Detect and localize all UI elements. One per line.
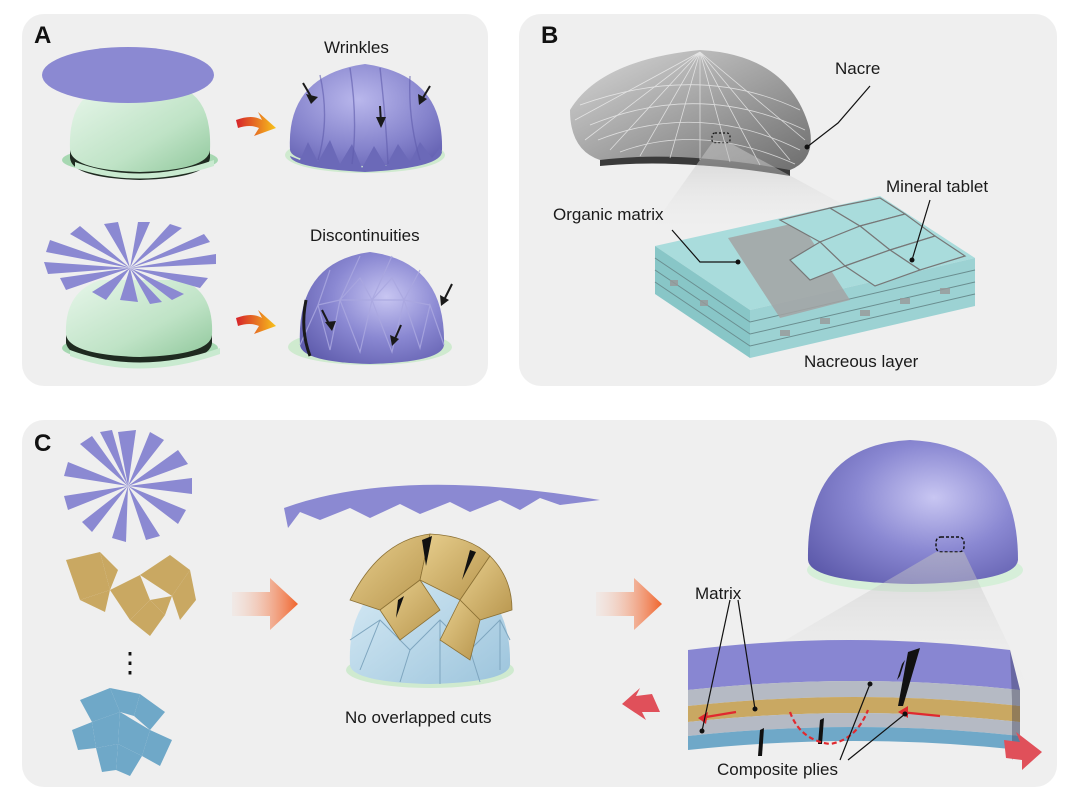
purple-sheet xyxy=(284,484,600,528)
mold-top-left xyxy=(62,88,218,180)
label-nacreous-layer: Nacreous layer xyxy=(804,352,919,371)
gold-pattern xyxy=(66,552,196,636)
label-no-overlapped-cuts: No overlapped cuts xyxy=(345,708,492,727)
label-discontinuities: Discontinuities xyxy=(310,226,420,245)
panel-label-a: A xyxy=(34,22,52,49)
arrow-c-1 xyxy=(232,578,298,630)
label-wrinkles: Wrinkles xyxy=(324,38,389,57)
label-nacre: Nacre xyxy=(835,59,881,78)
arrow-c-2 xyxy=(596,578,662,630)
panel-c-artwork: ⋮ xyxy=(64,430,1042,776)
nacreous-block xyxy=(654,196,976,358)
panel-a-artwork xyxy=(42,47,453,369)
cut-disc xyxy=(44,222,216,304)
pull-arrow-right xyxy=(1004,732,1042,770)
composite-laminate xyxy=(688,599,1020,761)
label-mineral-tablet: Mineral tablet xyxy=(886,177,989,196)
faceted-dome xyxy=(288,252,453,365)
panel-label-b: B xyxy=(541,22,559,49)
vertical-ellipsis: ⋮ xyxy=(116,647,144,678)
arrow-a-bottom xyxy=(236,310,276,334)
flat-disc xyxy=(42,47,214,103)
mold-bottom-left xyxy=(62,280,220,369)
arrow-a-top xyxy=(236,112,276,136)
nacre-shell xyxy=(570,50,871,176)
label-matrix: Matrix xyxy=(695,584,742,603)
pull-arrow-left xyxy=(622,688,660,720)
wrinkled-dome xyxy=(285,64,445,173)
purple-pattern xyxy=(64,430,192,542)
assembled-dome xyxy=(346,533,514,688)
panel-b-artwork xyxy=(570,50,976,358)
label-composite-plies: Composite plies xyxy=(717,760,838,779)
panel-label-c: C xyxy=(34,430,52,457)
label-organic-matrix: Organic matrix xyxy=(553,205,664,224)
blue-pattern xyxy=(72,688,172,776)
